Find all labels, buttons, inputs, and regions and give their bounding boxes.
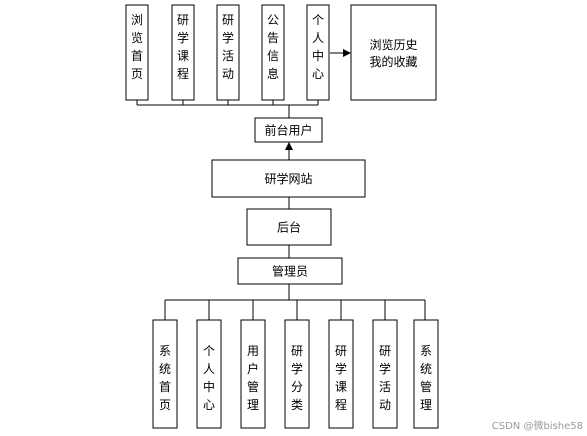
admin-module-1-char-2: 中 [203,379,215,394]
admin-module-0-char-0: 系 [159,344,171,358]
admin-module-4-char-2: 课 [335,380,347,394]
frontend-user-box: 前台用户 [254,117,323,143]
favorites-box-line-0: 浏览历史 [369,37,417,52]
admin-module-6-char-3: 理 [420,398,432,412]
admin-module-3-char-0: 研 [291,344,303,358]
admin-module-5-char-2: 活 [379,380,391,394]
admin-module-3-char-1: 学 [291,361,303,376]
backend-label: 后台 [277,220,301,235]
frontend-module-3-char-0: 公 [267,13,279,27]
frontend-module-0-char-3: 页 [131,67,143,81]
frontend-module-0: 浏 览 首 页 [125,4,149,101]
admin-module-2-char-1: 户 [247,361,259,376]
frontend-module-3: 公 告 信 息 [261,4,285,101]
admin-module-2-char-3: 理 [247,398,259,412]
frontend-module-3-char-1: 告 [267,31,279,45]
admin-module-6-char-2: 管 [420,379,432,394]
frontend-module-3-char-2: 信 [267,49,279,63]
frontend-module-2-char-1: 学 [222,30,234,45]
admin-module-3: 研 学 分 类 [284,319,310,429]
admin-module-4-char-1: 学 [335,361,347,376]
admin-module-6-char-0: 系 [420,344,432,358]
backend-box: 后台 [246,208,332,246]
admin-module-5-char-3: 动 [379,398,391,412]
frontend-module-4-char-2: 中 [312,48,324,63]
frontend-module-2-char-2: 活 [222,49,234,63]
frontend-module-1-char-2: 课 [177,49,189,63]
admin-module-1: 个 人 中 心 [196,319,222,429]
frontend-module-1: 研 学 课 程 [171,4,195,101]
admin-module-0-char-1: 统 [159,362,171,376]
website-label: 研学网站 [264,171,312,186]
admin-module-1-char-1: 人 [203,362,215,376]
admin-module-5-char-0: 研 [379,344,391,358]
frontend-module-4: 个 人 中 心 [306,4,330,101]
frontend-module-1-char-3: 程 [177,66,189,81]
admin-module-1-char-0: 个 [203,344,215,358]
frontend-module-4-char-1: 人 [312,31,324,45]
admin-module-2-char-0: 用 [247,344,259,358]
frontend-module-1-char-0: 研 [177,13,189,27]
admin-module-5-char-1: 学 [379,361,391,376]
frontend-module-1-char-1: 学 [177,30,189,45]
favorites-box: 浏览历史 我的收藏 [350,4,437,101]
frontend-module-2: 研 学 活 动 [216,4,240,101]
admin-module-3-char-2: 分 [291,380,303,394]
connectors [136,49,426,320]
admin-module-1-char-3: 心 [203,398,215,412]
frontend-module-2-char-0: 研 [222,13,234,27]
admin-module-4-char-0: 研 [335,344,347,358]
frontend-module-4-char-3: 心 [312,67,324,81]
frontend-user-label: 前台用户 [264,123,312,138]
admin-module-4: 研 学 课 程 [328,319,354,429]
frontend-module-0-char-1: 览 [131,30,143,45]
admin-module-2-char-2: 管 [247,379,259,394]
admin-label: 管理员 [272,264,308,279]
frontend-module-0-char-0: 浏 [131,13,143,27]
website-box: 研学网站 [211,159,366,198]
admin-module-3-char-3: 类 [291,398,303,412]
frontend-module-3-char-3: 息 [267,66,279,81]
favorites-box-line-1: 我的收藏 [369,54,417,69]
admin-module-6-char-1: 统 [420,362,432,376]
admin-box: 管理员 [237,257,343,285]
admin-module-4-char-3: 程 [335,397,347,412]
admin-module-0-char-3: 页 [159,398,171,412]
admin-module-2: 用 户 管 理 [240,319,266,429]
admin-module-0-char-2: 首 [159,380,171,394]
admin-module-6: 系 统 管 理 [413,319,439,429]
frontend-module-0-char-2: 首 [131,49,143,63]
watermark-text: CSDN @微bishe58 [492,419,583,432]
admin-module-5: 研 学 活 动 [372,319,398,429]
frontend-module-2-char-3: 动 [222,67,234,81]
frontend-module-4-char-0: 个 [312,13,324,27]
admin-module-0: 系 统 首 页 [152,319,178,429]
